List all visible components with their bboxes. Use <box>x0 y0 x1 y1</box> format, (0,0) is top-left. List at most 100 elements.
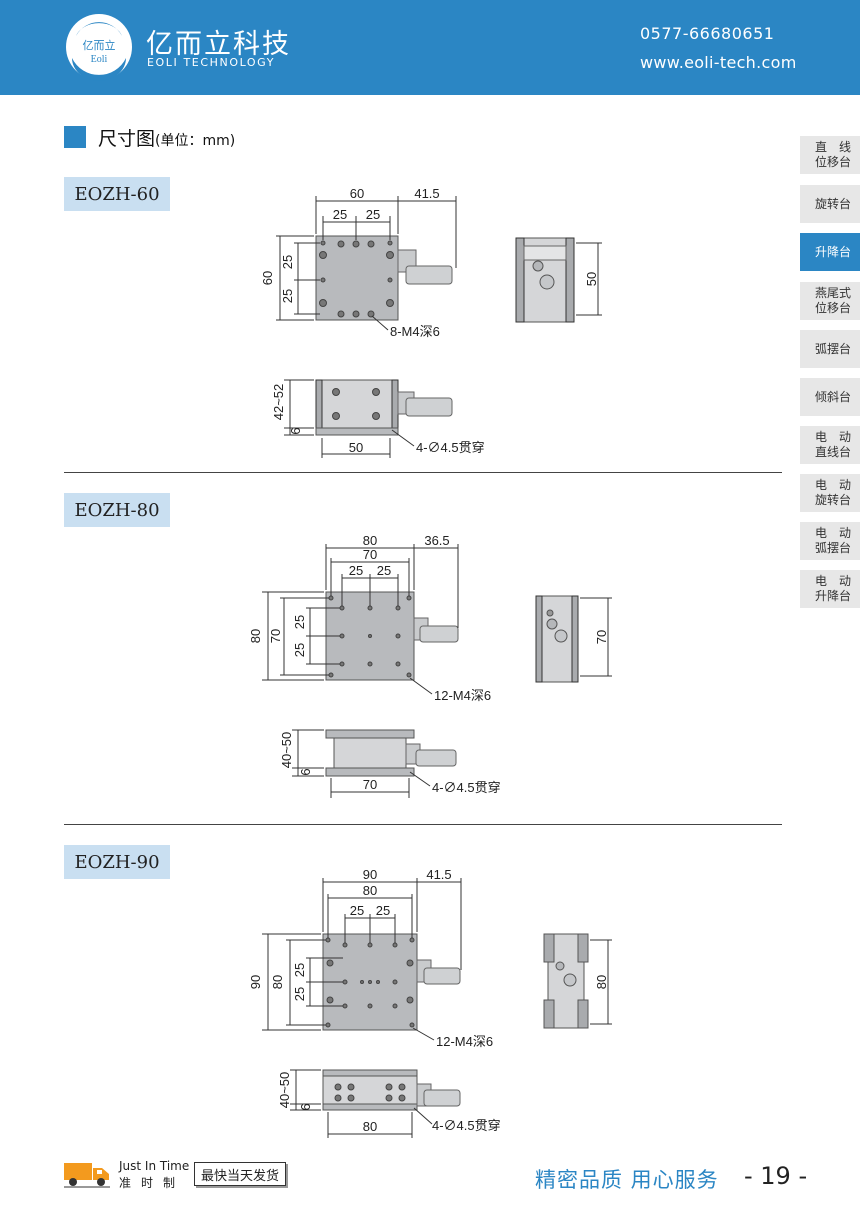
company-logo-icon: 亿而立 Eoli <box>66 14 132 81</box>
base-plate <box>315 427 399 436</box>
sidebar-tab-label: 位移台 <box>814 301 851 315</box>
dim-side-width: 80 <box>363 1119 377 1134</box>
end-rail <box>535 595 543 683</box>
dim-vpitch: 25 <box>292 987 307 1001</box>
leader-line <box>409 677 433 695</box>
sidebar-tab-rotation-stage[interactable]: 旋转台 <box>800 185 860 223</box>
jit-label-cn: 准时制 <box>119 1176 186 1190</box>
leader-line <box>409 771 431 787</box>
sidebar-tab-linear-stage[interactable]: 直 线位移台 <box>800 136 860 174</box>
dim-offset: 36.5 <box>424 533 449 548</box>
dim-right-height: 70 <box>594 630 609 644</box>
end-rail <box>515 237 525 323</box>
scissor-body <box>333 737 407 769</box>
dim-pitch: 25 <box>376 903 390 918</box>
base-plate <box>322 1103 418 1111</box>
dim-inner-height: 70 <box>268 629 283 643</box>
drawing-eozh-60: 60 41.5 25 25 60 25 25 8-M4深6 50 42~52 6… <box>260 186 602 458</box>
drawing-eozh-90: 90 41.5 80 25 25 90 80 25 25 12-M4深6 80 … <box>248 867 612 1138</box>
sidebar-tab-label: 弧摆台 <box>814 341 851 356</box>
drawing-eozh-80: 80 36.5 70 25 25 80 70 25 25 12-M4深6 70 … <box>248 533 612 798</box>
section-unit: (单位：mm) <box>155 133 236 149</box>
dim-right-height: 80 <box>594 975 609 989</box>
sidebar-tab-label: 旋转台 <box>814 493 851 507</box>
sidebar-tab-motorized-lab-jack[interactable]: 电 动升降台 <box>800 570 860 608</box>
sidebar-tab-label: 直 线 <box>814 140 851 154</box>
dim-pitch: 25 <box>333 207 347 222</box>
top-plate-side <box>322 1069 418 1077</box>
sidebar-tab-label: 电 动 <box>814 526 851 540</box>
sidebar-tab-motorized-goniometer[interactable]: 电 动弧摆台 <box>800 522 860 560</box>
logo-text-top: 亿而立 <box>83 38 116 52</box>
dim-pitch: 25 <box>350 903 364 918</box>
dim-offset: 41.5 <box>414 186 439 201</box>
section-divider <box>64 472 782 473</box>
sidebar-tab-motorized-linear[interactable]: 电 动直线台 <box>800 426 860 464</box>
sidebar-tab-label: 位移台 <box>814 155 851 169</box>
screw-icon <box>546 609 554 617</box>
sidebar-tab-dovetail-stage[interactable]: 燕尾式位移台 <box>800 282 860 320</box>
sidebar-tab-goniometer[interactable]: 弧摆台 <box>800 330 860 368</box>
dim-side-width: 70 <box>363 777 377 792</box>
sidebar-tab-label: 电 动 <box>814 430 851 444</box>
website-link[interactable]: www.eoli-tech.com <box>640 53 797 72</box>
same-day-shipping-badge: 最快当天发货 <box>194 1162 287 1186</box>
dim-inner: 80 <box>363 883 377 898</box>
micrometer-end-icon <box>539 274 555 290</box>
through-hole-spec: 4-∅4.5贯穿 <box>416 440 485 455</box>
sidebar-tab-lab-jack[interactable]: 升降台 <box>800 233 860 271</box>
hole-spec: 12-M4深6 <box>434 688 491 703</box>
phone-number[interactable]: 0577-66680651 <box>640 24 775 43</box>
lock-knob-icon <box>555 961 565 971</box>
sidebar-tab-label: 电 动 <box>814 478 851 492</box>
dim-inner: 70 <box>363 547 377 562</box>
end-rail <box>565 237 575 323</box>
side-holes <box>332 388 380 420</box>
dim-right-height: 50 <box>584 272 599 286</box>
dim-side-height: 42~52 <box>271 384 286 421</box>
end-rail <box>577 999 589 1029</box>
dim-base: 6 <box>298 768 313 775</box>
dim-side-height: 40~50 <box>279 732 294 769</box>
dim-inner-height: 80 <box>270 975 285 989</box>
end-rail <box>543 933 555 963</box>
dim-width: 80 <box>363 533 377 548</box>
stage-top-plate <box>315 235 399 321</box>
footer-slogan: 精密品质 用心服务 <box>535 1168 719 1192</box>
leader-line <box>391 429 415 447</box>
dim-width: 90 <box>363 867 377 882</box>
end-block <box>523 245 567 261</box>
dim-height: 80 <box>248 629 263 643</box>
dim-pitch: 25 <box>349 563 363 578</box>
dim-width: 60 <box>350 186 364 201</box>
dim-side-width: 50 <box>349 440 363 455</box>
side-holes <box>334 1083 406 1102</box>
sidebar-tab-motorized-rotation[interactable]: 电 动旋转台 <box>800 474 860 512</box>
micrometer-end-icon <box>563 973 577 987</box>
lock-knob-icon <box>532 260 544 272</box>
dim-vpitch: 25 <box>280 255 295 269</box>
dim-vpitch: 25 <box>292 615 307 629</box>
micrometer-barrel <box>423 1089 461 1107</box>
micrometer-barrel <box>415 749 457 767</box>
leader-line <box>413 1107 433 1125</box>
dim-vpitch: 25 <box>280 289 295 303</box>
section-title-text: 尺寸图 <box>98 128 156 150</box>
hole-spec: 8-M4深6 <box>390 324 440 339</box>
dim-vpitch: 25 <box>292 963 307 977</box>
micrometer-end-icon <box>554 629 568 643</box>
model-label-eozh-90: EOZH-90 <box>64 845 170 879</box>
sidebar-tab-tilt-stage[interactable]: 倾斜台 <box>800 378 860 416</box>
sidebar-tab-label: 弧摆台 <box>814 541 851 555</box>
lock-knob-icon <box>546 618 558 630</box>
dim-height: 90 <box>248 975 263 989</box>
sidebar-tab-label: 升降台 <box>814 589 851 603</box>
sidebar-tab-label: 倾斜台 <box>814 389 851 404</box>
page-number: - 19 - <box>744 1162 808 1190</box>
sidebar-tab-label: 升降台 <box>814 244 851 259</box>
dim-base: 6 <box>288 427 303 434</box>
section-title: 尺寸图(单位：mm) <box>98 124 235 151</box>
mounting-holes <box>328 595 412 678</box>
dim-pitch: 25 <box>377 563 391 578</box>
